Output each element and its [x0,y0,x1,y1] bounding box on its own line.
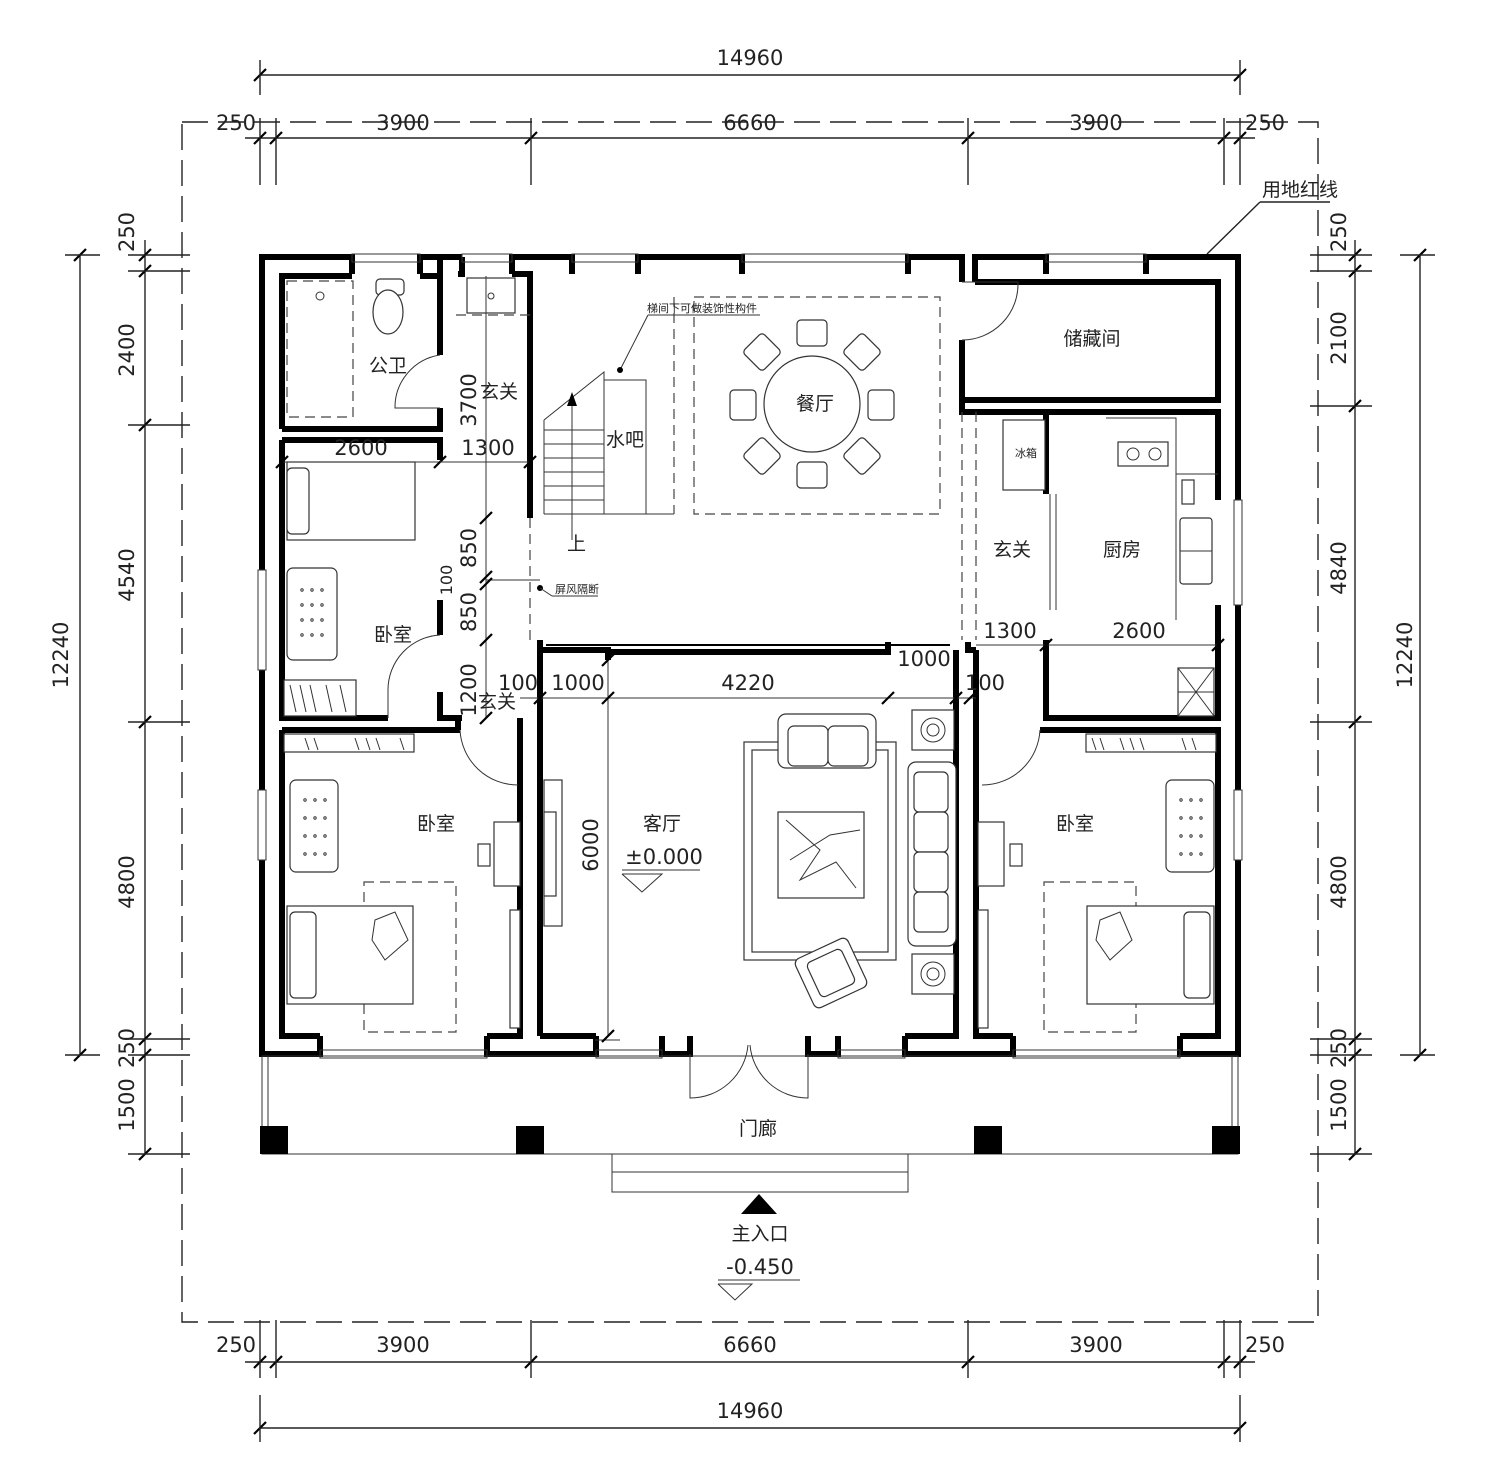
living-room-label: 客厅 [643,813,681,835]
dim-inner-100-right: 100 [965,671,1005,695]
site-red-line-label: 用地红线 [1262,179,1338,201]
dim-left-bottom-margin: 250 [115,1028,139,1068]
dim-inner-4220: 4220 [721,671,774,695]
dim-right-seg2: 4840 [1327,541,1351,594]
dimension-right: 12240 250 2100 4840 4800 250 1500 [1310,212,1435,1161]
dim-inner-1200: 1200 [457,663,481,716]
dim-inner-2600-left: 2600 [334,436,387,460]
dim-top-seg1: 3900 [376,111,429,135]
bedroom-lower-right: 卧室 [977,733,1217,1033]
stair-note: 梯间下可做装饰性构件 [647,301,757,315]
living-room: 客厅 ±0.000 [543,660,957,1041]
porch: 门廊 [260,1055,1240,1193]
dimension-bottom: 250 3900 6660 3900 250 14960 [216,1320,1285,1442]
dimension-left: 12240 250 2400 4540 4800 250 1500 [49,212,190,1161]
dim-right-bottom-margin: 250 [1327,1028,1351,1068]
dim-top-seg3: 3900 [1069,111,1122,135]
storage-label: 储藏间 [1063,328,1120,350]
dining-label: 餐厅 [796,393,834,415]
dots [300,588,324,637]
walls [259,254,1241,1057]
dim-bottom-seg1: 3900 [376,1333,429,1357]
dim-bottom-seg2: 6660 [723,1333,776,1357]
foyer-right-label: 玄关 [993,539,1031,561]
dim-right-porch: 1500 [1327,1078,1351,1131]
dim-right-seg3: 4800 [1327,855,1351,908]
main-entrance: 主入口 -0.450 [717,1194,800,1301]
main-entrance-label: 主入口 [731,1223,788,1245]
public-wc-label: 公卫 [369,355,407,377]
stair: 上 水吧 梯间下可做装饰性构件 [543,297,760,555]
dim-bottom-right-margin: 250 [1245,1333,1285,1357]
windows [257,253,1243,1059]
dim-right-total: 12240 [1393,622,1417,689]
dim-inner-100-left: 100 [498,671,538,695]
foyer-mid-left-label: 玄关 [478,691,516,713]
living-elevation: ±0.000 [625,845,703,869]
kitchen-area: 冰箱 厨房 玄关 [961,412,1218,717]
bedroom-lower-left-label: 卧室 [417,813,455,835]
dim-inner-1000-left: 1000 [551,671,604,695]
bedroom-lower-right-label: 卧室 [1056,813,1094,835]
dining-area: 餐厅 [693,296,941,515]
dim-inner-1300-left: 1300 [461,436,514,460]
dim-inner-6000: 6000 [579,818,603,871]
stair-up-label: 上 [567,533,586,555]
dim-inner-100-v: 100 [437,565,456,596]
dim-bottom-seg3: 3900 [1069,1333,1122,1357]
dim-right-top-margin: 250 [1327,212,1351,252]
site-red-line: 用地红线 [181,121,1338,1323]
kitchen-label: 厨房 [1103,539,1141,561]
inner-dimensions: 2600 1300 3700 850 100 850 1200 100 1000… [275,276,1225,1043]
dim-left-total: 12240 [49,622,73,689]
dim-left-porch: 1500 [115,1078,139,1131]
bedroom-upper-left-label: 卧室 [374,624,412,646]
wc-fixtures: 公卫 [286,277,516,418]
dim-right-seg1: 2100 [1327,311,1351,364]
fridge-label: 冰箱 [1015,446,1037,460]
bedroom-lower-left: 卧室 [283,733,521,1033]
dim-inner-3700: 3700 [457,373,481,426]
dim-inner-2600-right: 2600 [1112,619,1165,643]
dim-inner-1300-right: 1300 [983,619,1036,643]
dim-inner-850-a: 850 [457,528,481,568]
dim-bottom-total: 14960 [717,1399,784,1423]
screen-partition: 屏风隔断 [486,518,599,640]
dim-top-right-margin: 250 [1245,111,1285,135]
dim-left-seg2: 4540 [115,548,139,601]
dim-left-seg3: 4800 [115,855,139,908]
porch-label: 门廊 [739,1118,777,1140]
dim-inner-1000-right: 1000 [897,647,950,671]
dim-top-seg2: 6660 [723,111,776,135]
dim-left-top-margin: 250 [115,212,139,252]
entrance-elevation: -0.450 [726,1255,794,1279]
dim-top-total: 14960 [717,46,784,70]
bedroom-upper-left: 卧室 [283,461,416,717]
foyer-top-label: 玄关 [480,381,518,403]
dim-top-left-margin: 250 [216,111,256,135]
screen-partition-label: 屏风隔断 [555,582,599,596]
dim-left-seg1: 2400 [115,323,139,376]
dim-inner-850-b: 850 [457,592,481,632]
water-bar-label: 水吧 [606,429,644,451]
dimension-top: 14960 250 3900 6660 3900 250 [216,46,1285,185]
dim-bottom-left-margin: 250 [216,1333,256,1357]
